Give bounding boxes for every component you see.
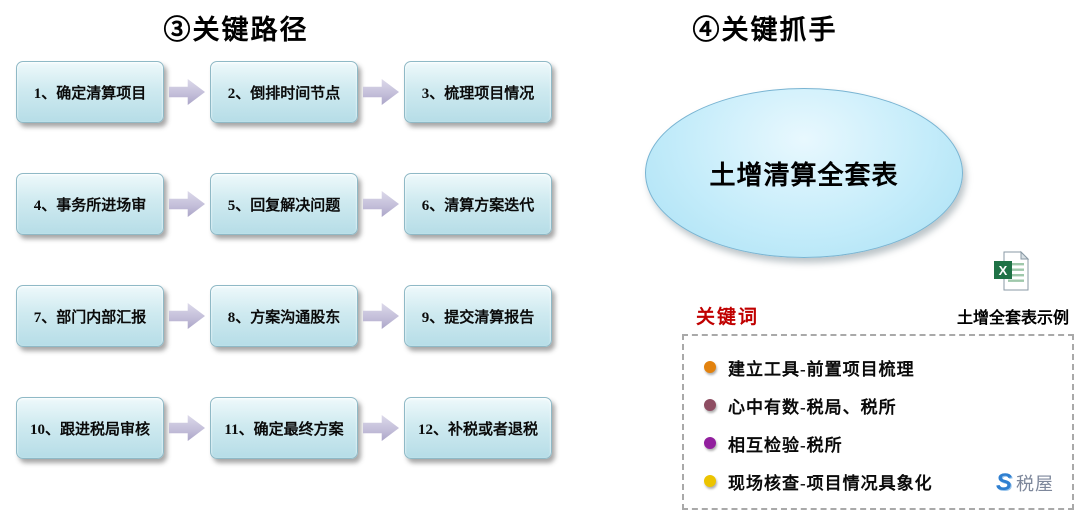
arrow-right-icon <box>169 79 205 105</box>
arrow-slot <box>358 303 404 329</box>
ring-bullet-icon <box>704 361 716 373</box>
excel-caption: 土增全套表示例 <box>956 310 1069 327</box>
flow-row-4: 10、跟进税局审核 11、确定最终方案 12、补税或者退税 <box>16 397 556 459</box>
ring-bullet-icon <box>704 437 716 449</box>
flow-grid: 1、确定清算项目 2、倒排时间节点 3、梳理项目情况 4、事务所进场审 5、回复… <box>16 61 556 459</box>
arrow-right-icon <box>363 415 399 441</box>
keyword-item-text: 现场核查-项目情况具象化 <box>728 473 933 493</box>
flow-step-12: 12、补税或者退税 <box>404 397 552 459</box>
flow-step-8: 8、方案沟通股东 <box>210 285 358 347</box>
flow-step-5: 5、回复解决问题 <box>210 173 358 235</box>
flow-step-4: 4、事务所进场审 <box>16 173 164 235</box>
arrow-right-icon <box>363 79 399 105</box>
keyword-item-text: 建立工具-前置项目梳理 <box>728 359 915 379</box>
arrow-slot <box>164 415 210 441</box>
key-grip-title: ④关键抓手 <box>692 15 838 45</box>
flow-step-6: 6、清算方案迭代 <box>404 173 552 235</box>
arrow-slot <box>358 191 404 217</box>
keyword-item-3: 相互检验-税所 <box>704 430 1072 456</box>
keyword-item-text: 心中有数-税局、税所 <box>728 397 897 417</box>
arrow-slot <box>358 79 404 105</box>
arrow-right-icon <box>169 191 205 217</box>
keyword-item-text: 相互检验-税所 <box>728 435 843 455</box>
flow-row-1: 1、确定清算项目 2、倒排时间节点 3、梳理项目情况 <box>16 61 556 123</box>
flow-step-11: 11、确定最终方案 <box>210 397 358 459</box>
ellipse-label: 土增清算全套表 <box>709 160 899 190</box>
svg-text:X: X <box>999 263 1008 278</box>
flow-step-3: 3、梳理项目情况 <box>404 61 552 123</box>
keyword-label: 关键词 <box>696 307 760 328</box>
shuiwu-logo: S 税屋 <box>996 470 1054 496</box>
arrow-right-icon <box>169 303 205 329</box>
full-set-table-ellipse: 土增清算全套表 <box>645 88 963 258</box>
flow-row-3: 7、部门内部汇报 8、方案沟通股东 9、提交清算报告 <box>16 285 556 347</box>
keyword-item-2: 心中有数-税局、税所 <box>704 392 1072 418</box>
ring-bullet-icon <box>704 399 716 411</box>
arrow-right-icon <box>363 303 399 329</box>
arrow-right-icon <box>169 415 205 441</box>
arrow-slot <box>164 191 210 217</box>
key-path-title: ③关键路径 <box>163 15 309 45</box>
shuiwu-logo-text: 税屋 <box>1016 474 1055 494</box>
excel-file-icon: X <box>992 250 1032 292</box>
keyword-list-box: 建立工具-前置项目梳理 心中有数-税局、税所 相互检验-税所 现场核查-项目情况… <box>682 334 1074 510</box>
ring-bullet-icon <box>704 475 716 487</box>
arrow-slot <box>164 79 210 105</box>
flow-step-9: 9、提交清算报告 <box>404 285 552 347</box>
arrow-slot <box>358 415 404 441</box>
flow-step-2: 2、倒排时间节点 <box>210 61 358 123</box>
flow-step-7: 7、部门内部汇报 <box>16 285 164 347</box>
key-grip-section: ④关键抓手 土增清算全套表 关键词 X 土增全套表示例 <box>640 8 1080 510</box>
keyword-item-4: 现场核查-项目情况具象化 <box>704 468 1072 494</box>
flow-step-10: 10、跟进税局审核 <box>16 397 164 459</box>
arrow-right-icon <box>363 191 399 217</box>
flow-step-1: 1、确定清算项目 <box>16 61 164 123</box>
flow-row-2: 4、事务所进场审 5、回复解决问题 6、清算方案迭代 <box>16 173 556 235</box>
shuiwu-logo-icon: S <box>996 469 1013 496</box>
key-path-section: ③关键路径 1、确定清算项目 2、倒排时间节点 3、梳理项目情况 4、事务所进场… <box>16 8 556 459</box>
arrow-slot <box>164 303 210 329</box>
keyword-item-1: 建立工具-前置项目梳理 <box>704 354 1072 380</box>
